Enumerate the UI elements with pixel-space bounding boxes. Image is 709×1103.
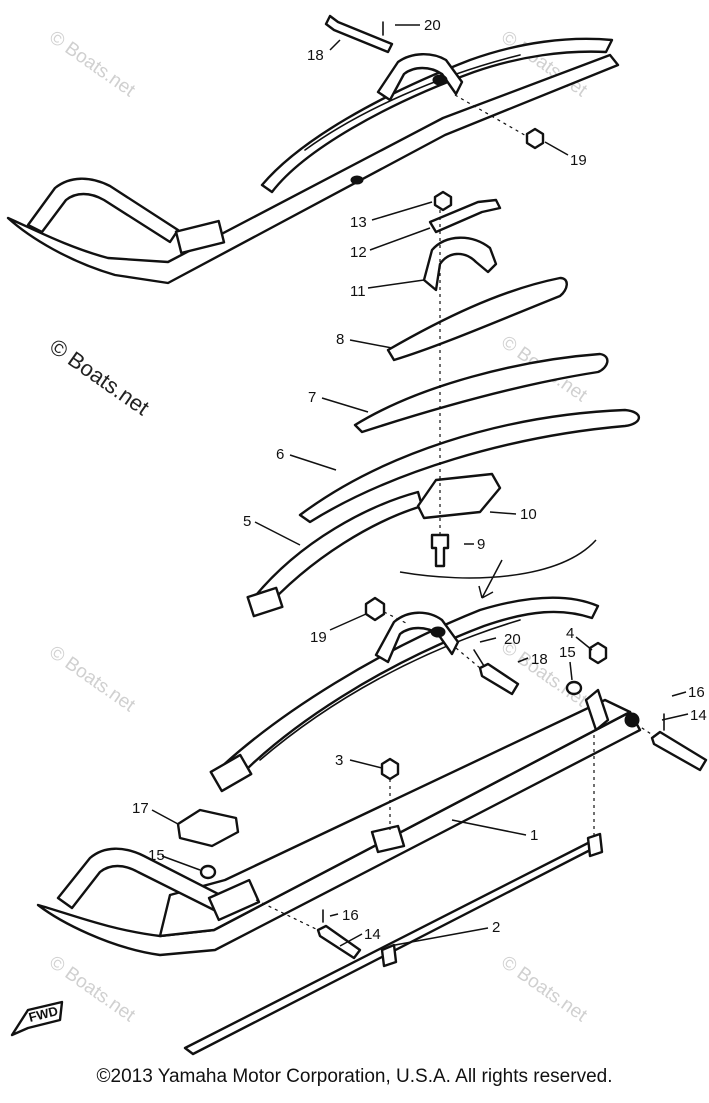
- callout-labels: 20 18 19 13 12 11 8 7 6 5 9 10 19 20 18 …: [132, 17, 707, 943]
- axis-19-top: [454, 94, 529, 138]
- callout-9: 9: [477, 536, 485, 553]
- callout-20-top: 20: [424, 17, 441, 34]
- assembled-ski-bottom: [36, 596, 642, 957]
- axis-14-front: [255, 899, 319, 931]
- pin-20-bottom: [473, 649, 485, 667]
- ski-1-top-face: [158, 698, 632, 938]
- group-arrow: [478, 559, 503, 599]
- leaf-spring-6: [298, 408, 641, 524]
- callout-17: 17: [132, 800, 149, 817]
- nut-3: [380, 757, 400, 781]
- callout-12: 12: [350, 244, 367, 261]
- wear-bar-2-stud: [380, 943, 398, 968]
- ski-1-front-bracket: [207, 878, 261, 922]
- callout-14-rear: 14: [690, 707, 707, 724]
- watermark-5: © Boats.net: [45, 642, 139, 717]
- top-fasteners: [324, 14, 545, 150]
- ski-1-rear-eye: [624, 712, 640, 728]
- callout-16-rear: 16: [688, 684, 705, 701]
- top-ski-saddle: [376, 53, 464, 102]
- ski-1-spring-edge: [259, 619, 521, 761]
- nut-19-top: [525, 127, 545, 150]
- fwd-label: FWD: [27, 1003, 59, 1025]
- callout-leaders: [151, 24, 689, 947]
- callout-15-rear: 15: [559, 644, 576, 661]
- group-bracket-line: [399, 539, 597, 579]
- ski-1-rear-post: [584, 688, 610, 732]
- bolt-18-bottom: [478, 662, 520, 696]
- top-ski-leaf-spring: [260, 37, 614, 194]
- exploded-stack: [246, 190, 641, 618]
- top-ski-leaf-edge: [304, 54, 521, 151]
- ski-1-saddle: [374, 611, 460, 664]
- callout-14-front: 14: [364, 926, 381, 943]
- bolt-9: [430, 533, 450, 568]
- callout-4: 4: [566, 625, 574, 642]
- bolt-14-rear: [650, 730, 708, 772]
- watermark-3: © Boats.net: [45, 334, 154, 421]
- axis-18-bottom: [455, 647, 481, 669]
- top-ski-saddle-nut: [432, 74, 448, 86]
- callout-16-front: 16: [342, 907, 359, 924]
- callout-8: 8: [336, 331, 344, 348]
- callout-7: 7: [308, 389, 316, 406]
- callout-18-bottom: 18: [531, 651, 548, 668]
- nut-13: [433, 190, 453, 212]
- callout-18-top: 18: [307, 47, 324, 64]
- wear-bar-2-rear-stud: [586, 832, 604, 858]
- top-ski-rivet: [350, 175, 364, 185]
- plate-17: [176, 808, 240, 848]
- ski-1-loop-handle: [56, 847, 232, 916]
- callout-13: 13: [350, 214, 367, 231]
- callout-6: 6: [276, 446, 284, 463]
- watermark-6: © Boats.net: [497, 637, 591, 712]
- ski-1-saddle-nut: [430, 626, 446, 638]
- callout-5: 5: [243, 513, 251, 530]
- leaf-spring-7: [353, 352, 609, 434]
- nut-4: [588, 641, 608, 665]
- callout-1: 1: [530, 827, 538, 844]
- top-ski-loop-handle: [26, 177, 180, 244]
- callout-2: 2: [492, 919, 500, 936]
- ski-1-spring-assembly: [216, 596, 600, 788]
- lock-plate-12: [428, 198, 502, 234]
- bottom-fasteners: [176, 596, 708, 960]
- collar-15-rear: [565, 680, 583, 696]
- callout-15-front: 15: [148, 847, 165, 864]
- spring-clip-5-end: [246, 586, 284, 618]
- bracket-10: [416, 472, 502, 520]
- bolt-18-top: [324, 14, 394, 54]
- callout-19-bottom: 19: [310, 629, 327, 646]
- fwd-arrow-icon: FWD: [10, 1000, 64, 1037]
- callout-19-top: 19: [570, 152, 587, 169]
- callout-3: 3: [335, 752, 343, 769]
- copyright-notice: ©2013 Yamaha Motor Corporation, U.S.A. A…: [96, 1066, 613, 1087]
- ski-1-mid-clip: [370, 824, 406, 854]
- callout-11: 11: [350, 283, 366, 300]
- parts-diagram: © Boats.net © Boats.net © Boats.net © Bo…: [6, 14, 708, 1056]
- callout-10: 10: [520, 506, 537, 523]
- watermark-8: © Boats.net: [497, 952, 591, 1027]
- watermark-1: © Boats.net: [45, 27, 139, 102]
- bolt-14-front: [316, 924, 362, 960]
- top-ski-runner: [6, 53, 620, 285]
- top-ski-front-bracket: [174, 219, 226, 255]
- nut-19-bottom: [364, 596, 386, 622]
- collar-15-front: [199, 864, 217, 880]
- callout-20-bottom: 20: [504, 631, 521, 648]
- axis-19-bottom: [383, 611, 409, 625]
- assembled-ski-top: [6, 37, 620, 285]
- saddle-bracket-11: [422, 236, 498, 292]
- leaf-spring-8: [386, 276, 568, 362]
- ski-1-spring-tip: [209, 753, 253, 793]
